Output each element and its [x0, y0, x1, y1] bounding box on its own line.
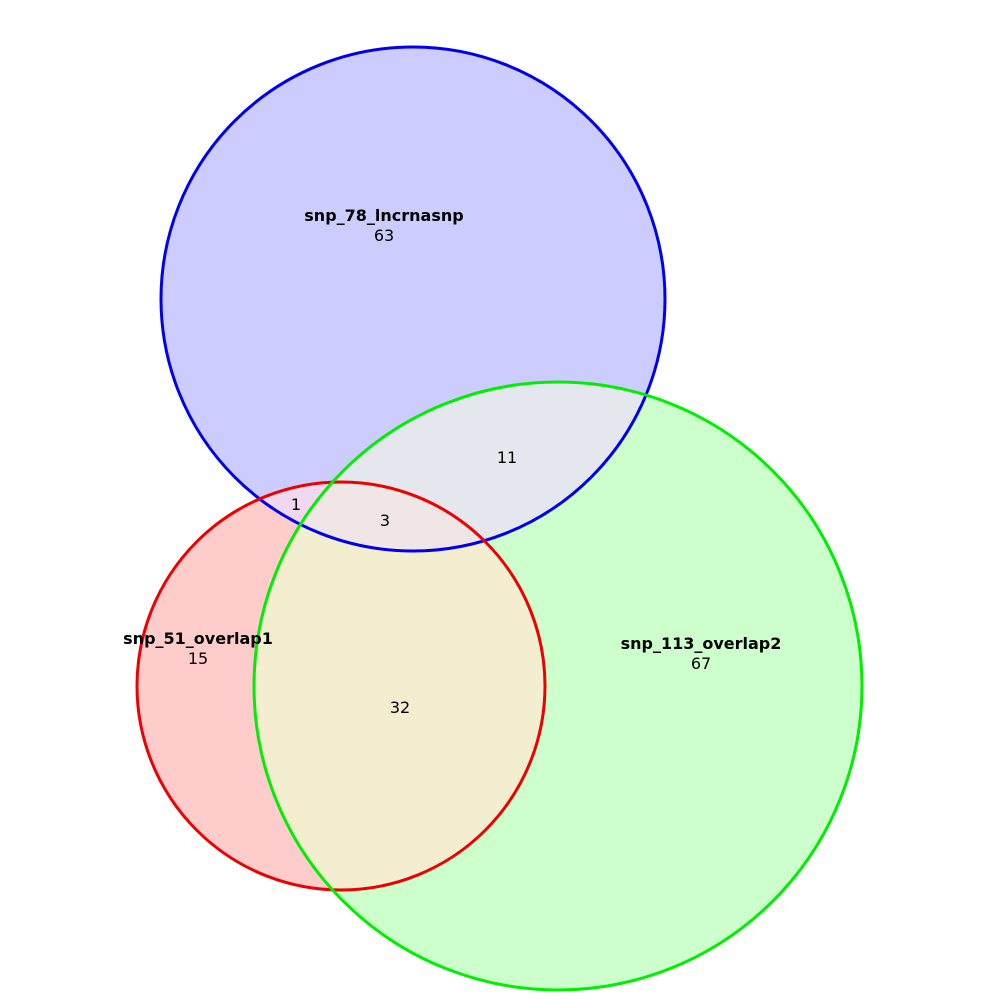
count-b-only: 15	[188, 649, 208, 668]
count-c-only: 67	[691, 654, 711, 673]
set-c-outline	[252, 380, 864, 992]
count-a-only: 63	[374, 226, 394, 245]
count-a-b-c: 3	[380, 511, 390, 530]
set-a-name: snp_78_lncrnasnp	[304, 206, 463, 225]
count-a-b: 1	[291, 495, 301, 514]
count-a-c: 11	[497, 448, 517, 467]
overlap-a-b-c-fill	[254, 482, 545, 551]
set-c-name: snp_113_overlap2	[621, 634, 782, 653]
set-a-outline	[159, 45, 667, 553]
set-b-name: snp_51_overlap1	[123, 629, 273, 648]
count-b-c: 32	[390, 698, 410, 717]
set-b-outline	[135, 480, 547, 892]
